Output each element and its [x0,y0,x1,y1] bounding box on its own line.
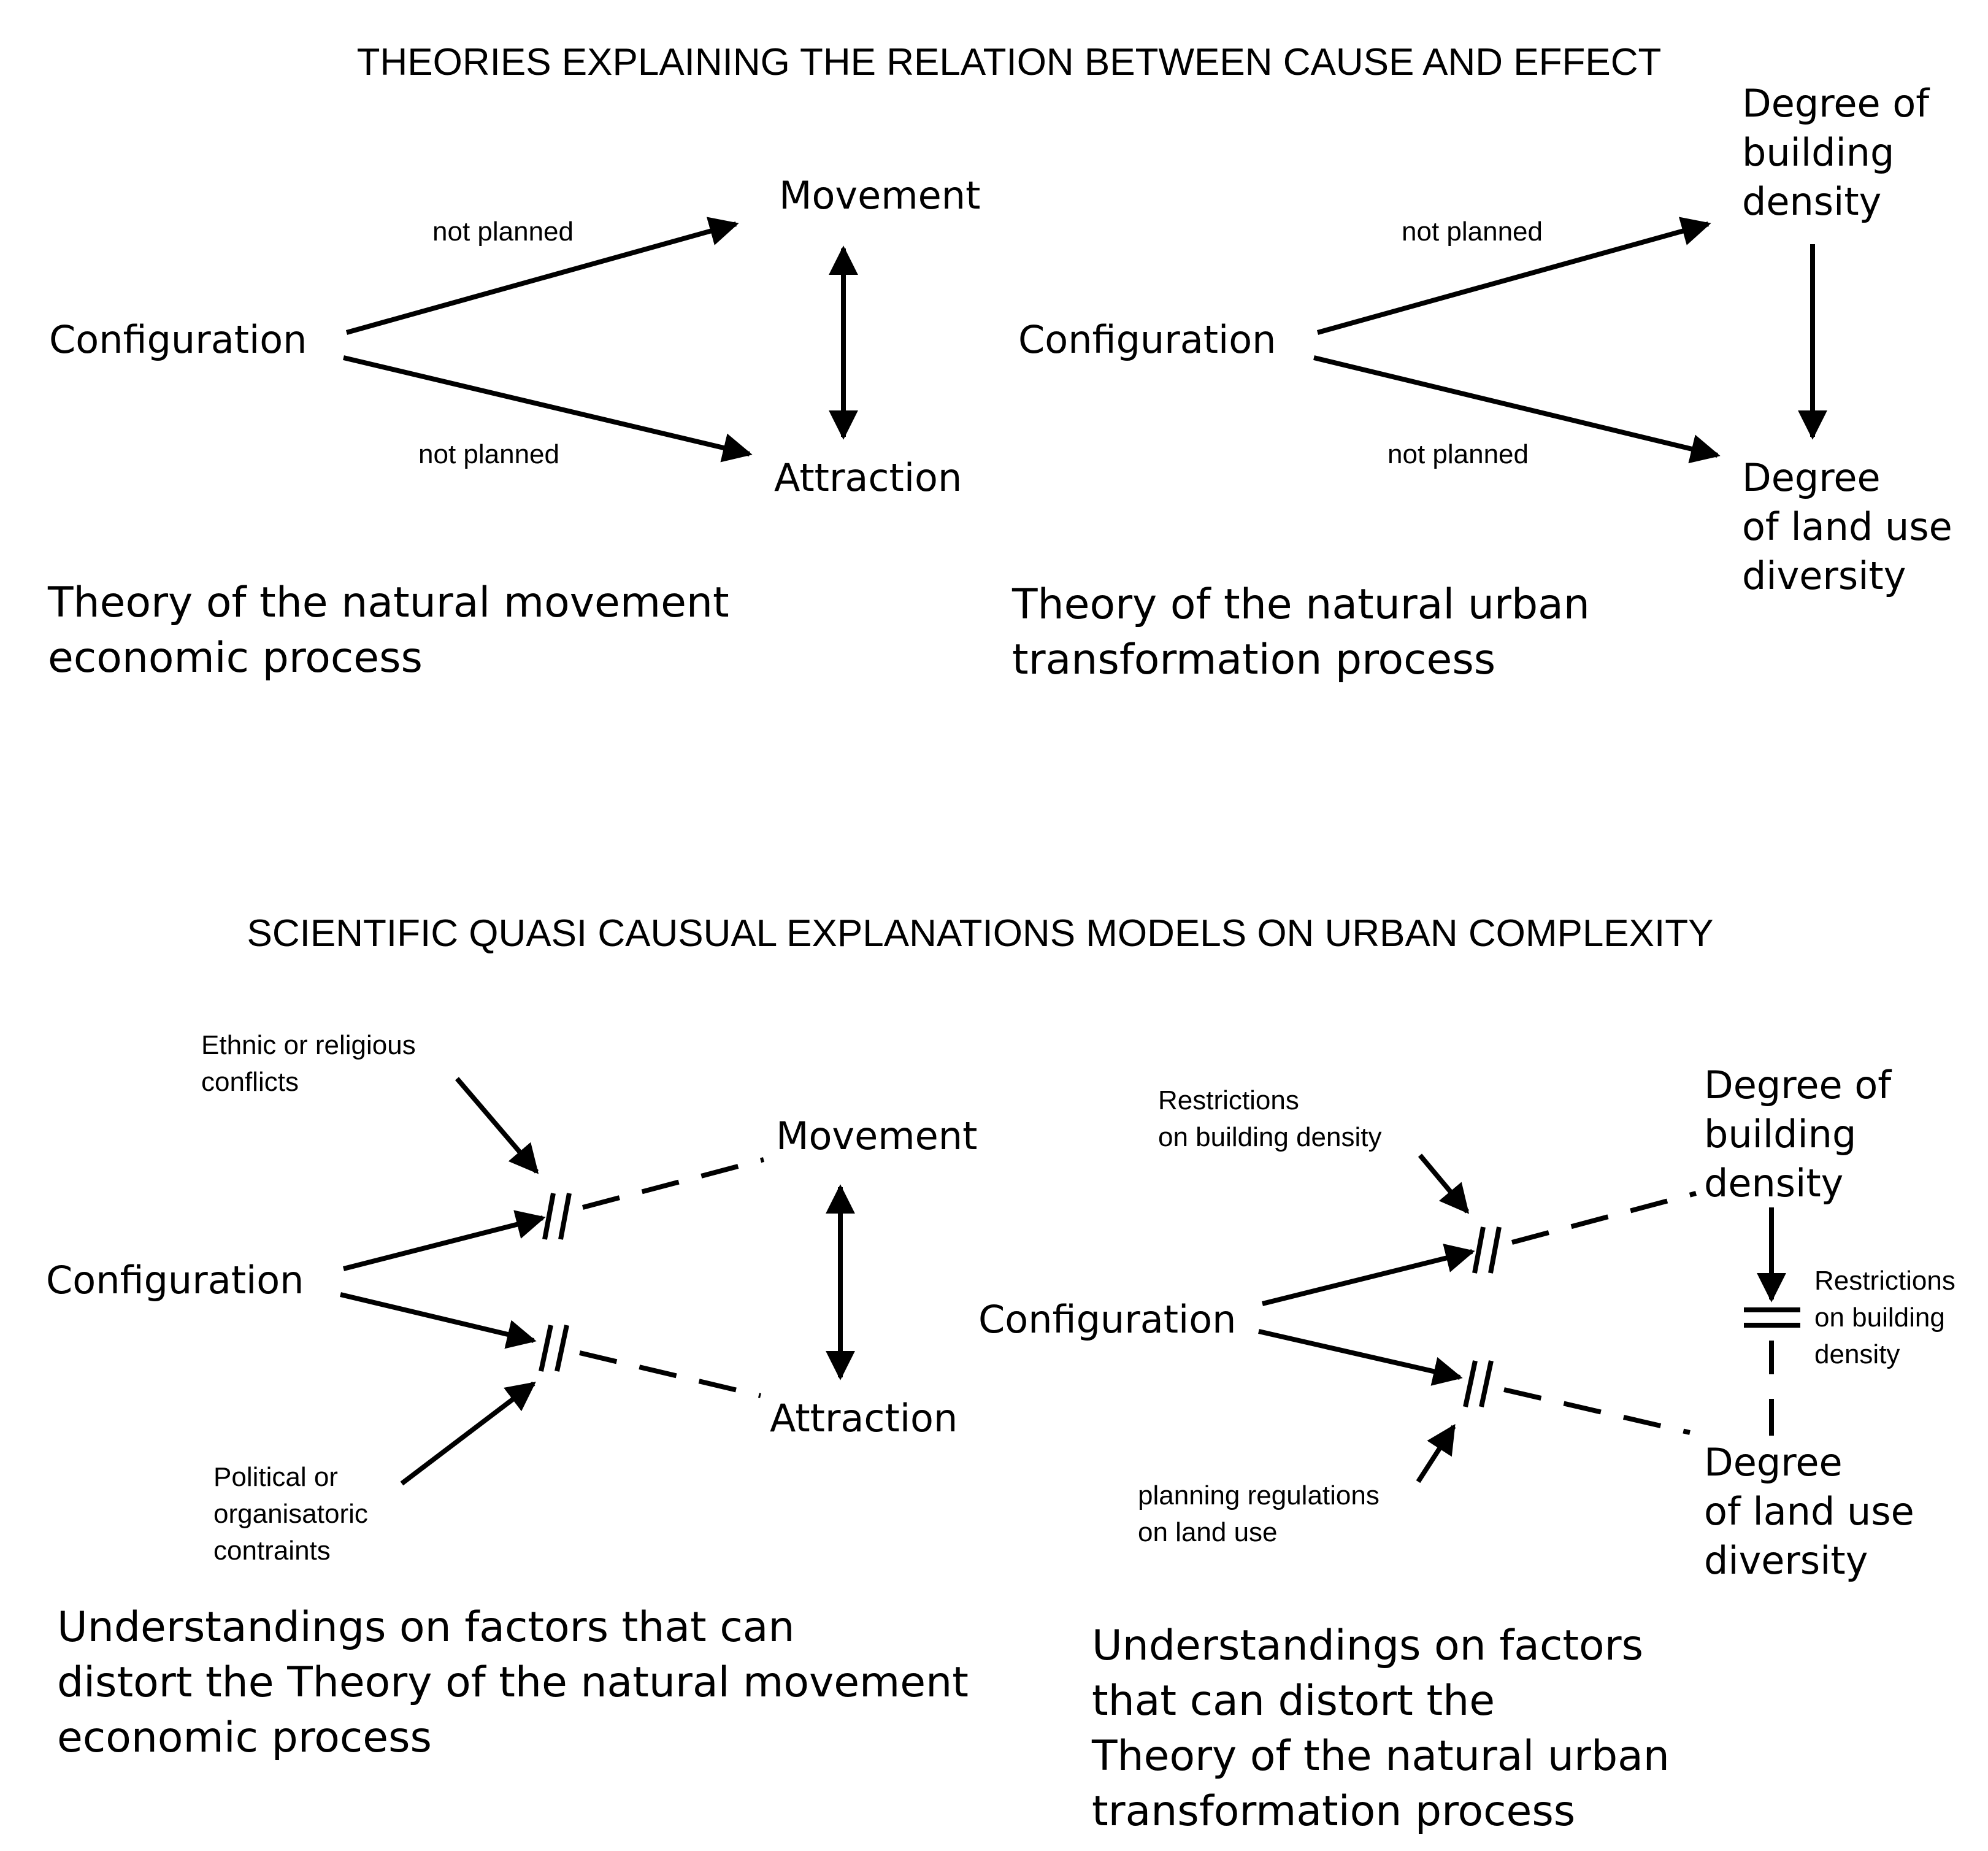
bottom-left-factor-bottom-arrow [400,1381,536,1486]
top-left-arrow-to-movement [345,217,739,335]
bottom-left-factor-bottom-line-1: Political or [213,1462,338,1492]
top-right-diversity-line-2: of land use [1742,504,1952,549]
top-right-arrow-to-diversity [1313,355,1721,464]
top-left-caption-line-1: Theory of the natural movement [47,579,729,627]
bottom-right-factor-side-line-1: Restrictions [1814,1266,1955,1296]
bottom-left-factor-top-line-2: conflicts [201,1067,299,1097]
bottom-left-factor-top-line-1: Ethnic or religious [201,1030,416,1060]
bottom-title: SCIENTIFIC QUASI CAUSUAL EXPLANATIONS MO… [247,912,1714,955]
top-left-arrow-to-attraction [343,355,753,463]
bottom-right-density-line-2: building [1704,1112,1856,1156]
top-left-attraction: Attraction [774,455,962,500]
bottom-right-factor-top-line-1: Restrictions [1158,1085,1299,1115]
bottom-left-factor-bottom-line-3: contraints [213,1536,331,1566]
top-right-diversity-line-1: Degree [1742,455,1881,500]
bottom-right-block-top-bar-2 [1488,1226,1502,1274]
bottom-right-configuration: Configuration [978,1297,1236,1342]
bottom-left-arrow-to-block-bottom [340,1292,537,1349]
bottom-right-diversity-line-3: diversity [1704,1538,1868,1583]
bottom-left-dashed-to-movement [581,1157,765,1210]
top-left-diagram: Configuration Movement Attraction not pl… [47,173,980,682]
top-right-diagram: Configuration Degree of building density… [1011,81,1952,684]
bottom-right-factor-top-arrow [1418,1153,1470,1214]
top-right-density-line-2: building [1742,130,1894,175]
bottom-right-caption-line-4: transformation process [1092,1787,1575,1836]
top-left-edge-label-top: not planned [432,217,574,247]
top-right-configuration: Configuration [1018,317,1276,362]
bottom-left-configuration: Configuration [46,1258,304,1303]
bottom-left-block-bottom-bar-2 [555,1325,569,1372]
bottom-right-caption-line-1: Understandings on factors [1092,1622,1643,1670]
bottom-right-diversity-line-2: of land use [1704,1489,1914,1534]
top-right-arrow-to-density [1316,217,1711,335]
bottom-right-factor-side-line-2: on building [1814,1303,1945,1333]
bottom-left-factor-top-arrow [455,1077,539,1174]
bottom-right-arrow-to-block-bottom [1258,1329,1463,1386]
top-title: THEORIES EXPLAINING THE RELATION BETWEEN… [357,41,1662,83]
top-right-caption-line-2: transformation process [1012,636,1495,684]
bottom-right-diagram: Restrictions on building density plannin… [978,1063,1955,1836]
top-right-caption-line-1: Theory of the natural urban [1011,580,1590,629]
top-left-configuration: Configuration [49,317,307,362]
top-right-edge-label-bottom: not planned [1387,439,1529,469]
bottom-left-arrow-to-block-top [343,1210,546,1271]
top-left-movement: Movement [779,173,980,218]
bottom-left-factor-bottom-line-2: organisatoric [213,1499,368,1529]
top-right-diversity-line-3: diversity [1742,553,1906,598]
bottom-left-movement: Movement [776,1114,977,1158]
top-right-edge-label-top: not planned [1402,217,1543,247]
bottom-left-block-top-bar-2 [558,1193,572,1240]
bottom-left-block-bottom-bar-1 [539,1325,553,1372]
bottom-right-factor-side-line-3: density [1814,1339,1900,1369]
bottom-right-caption-line-3: Theory of the natural urban [1091,1732,1670,1780]
bottom-left-dashed-to-attraction [579,1350,761,1398]
top-left-caption-line-2: economic process [48,634,423,682]
bottom-right-factor-bottom-line-1: planning regulations [1138,1480,1380,1510]
bottom-left-block-top-bar-1 [542,1193,556,1240]
bottom-right-factor-bottom-line-2: on land use [1138,1517,1278,1547]
top-left-edge-label-bottom: not planned [418,439,559,469]
top-right-density-line-3: density [1742,179,1881,224]
bottom-right-block-bottom-bar-1 [1463,1360,1478,1407]
bottom-right-density-line-3: density [1704,1161,1843,1206]
bottom-right-density-line-1: Degree of [1704,1063,1892,1107]
bottom-right-block-top-bar-1 [1472,1226,1486,1274]
bottom-right-dashed-to-diversity [1503,1387,1691,1435]
top-right-density-line-1: Degree of [1742,81,1930,126]
bottom-right-dashed-to-density [1511,1191,1697,1245]
bottom-right-factor-bottom-arrow [1416,1423,1456,1483]
bottom-left-caption-line-3: economic process [57,1714,432,1762]
bottom-right-diversity-line-1: Degree [1704,1440,1843,1485]
bottom-left-attraction: Attraction [770,1396,958,1441]
bottom-right-factor-top-line-2: on building density [1158,1122,1381,1152]
bottom-right-block-bottom-bar-2 [1479,1360,1494,1407]
bottom-right-arrow-to-block-top [1262,1244,1475,1306]
bottom-left-diagram: Ethnic or religious conflicts Political … [46,1030,977,1762]
bottom-left-caption-line-2: distort the Theory of the natural moveme… [57,1658,969,1707]
bottom-right-caption-line-2: that can distort the [1092,1677,1495,1725]
bottom-left-caption-line-1: Understandings on factors that can [57,1603,794,1652]
